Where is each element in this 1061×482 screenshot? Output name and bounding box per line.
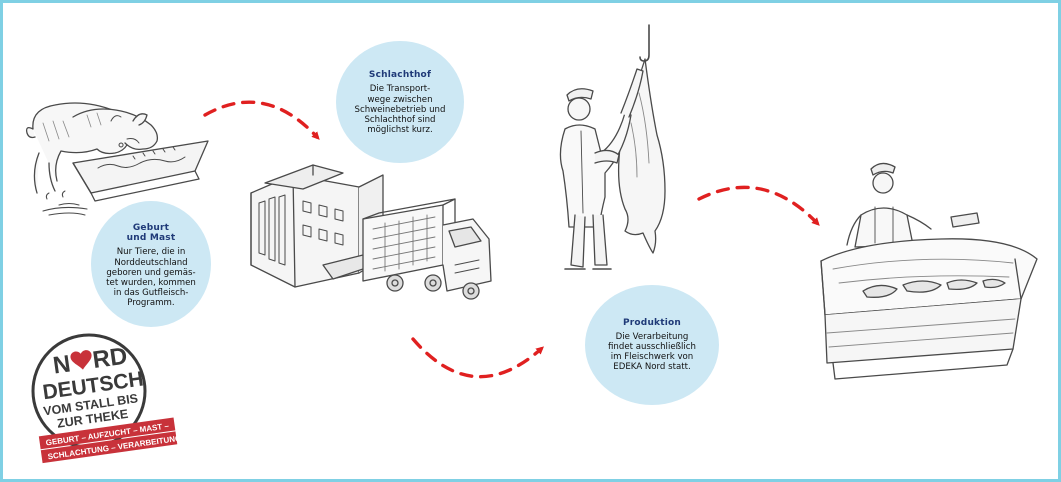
stamp-nord-rd: RD (91, 342, 129, 374)
butcher-carcass-icon (559, 24, 666, 270)
process-illustration: N RD DEUTSCH VOM STALL BIS ZUR THEKE GEB… (25, 24, 1038, 464)
bubble-produktion-title: Produktion (622, 317, 682, 328)
nord-deutsch-stamp: N RD DEUTSCH VOM STALL BIS ZUR THEKE GEB… (31, 333, 182, 464)
bubble-schlachthof-text: Die Transport- wege zwischen Schweinebet… (354, 84, 446, 136)
bubble-produktion-text: Die Verarbeitung findet ausschließlich i… (608, 331, 696, 373)
bubble-schlachthof-title: Schlachthof (368, 70, 432, 81)
arrow-slaughterhouse-to-production (411, 337, 545, 379)
bubble-geburt-title: Geburt und Mast (126, 223, 176, 244)
arrow-pigs-to-slaughterhouse (203, 100, 320, 140)
pigs-feeding-trough-icon (25, 102, 209, 216)
arrow-production-to-counter (697, 185, 820, 226)
heart-icon (70, 350, 92, 370)
bubble-produktion: Produktion Die Verarbeitung findet aussc… (585, 285, 719, 405)
bubble-schlachthof: Schlachthof Die Transport- wege zwischen… (336, 41, 464, 163)
bubble-geburt-text: Nur Tiere, die in Norddeutschland gebore… (106, 247, 196, 309)
meat-counter-icon (820, 162, 1038, 380)
flow-arrows (203, 100, 820, 379)
slaughterhouse-truck-icon (250, 164, 492, 300)
stamp-nord-n: N (51, 350, 72, 379)
bubble-geburt-und-mast: Geburt und Mast Nur Tiere, die in Nordde… (91, 201, 211, 327)
